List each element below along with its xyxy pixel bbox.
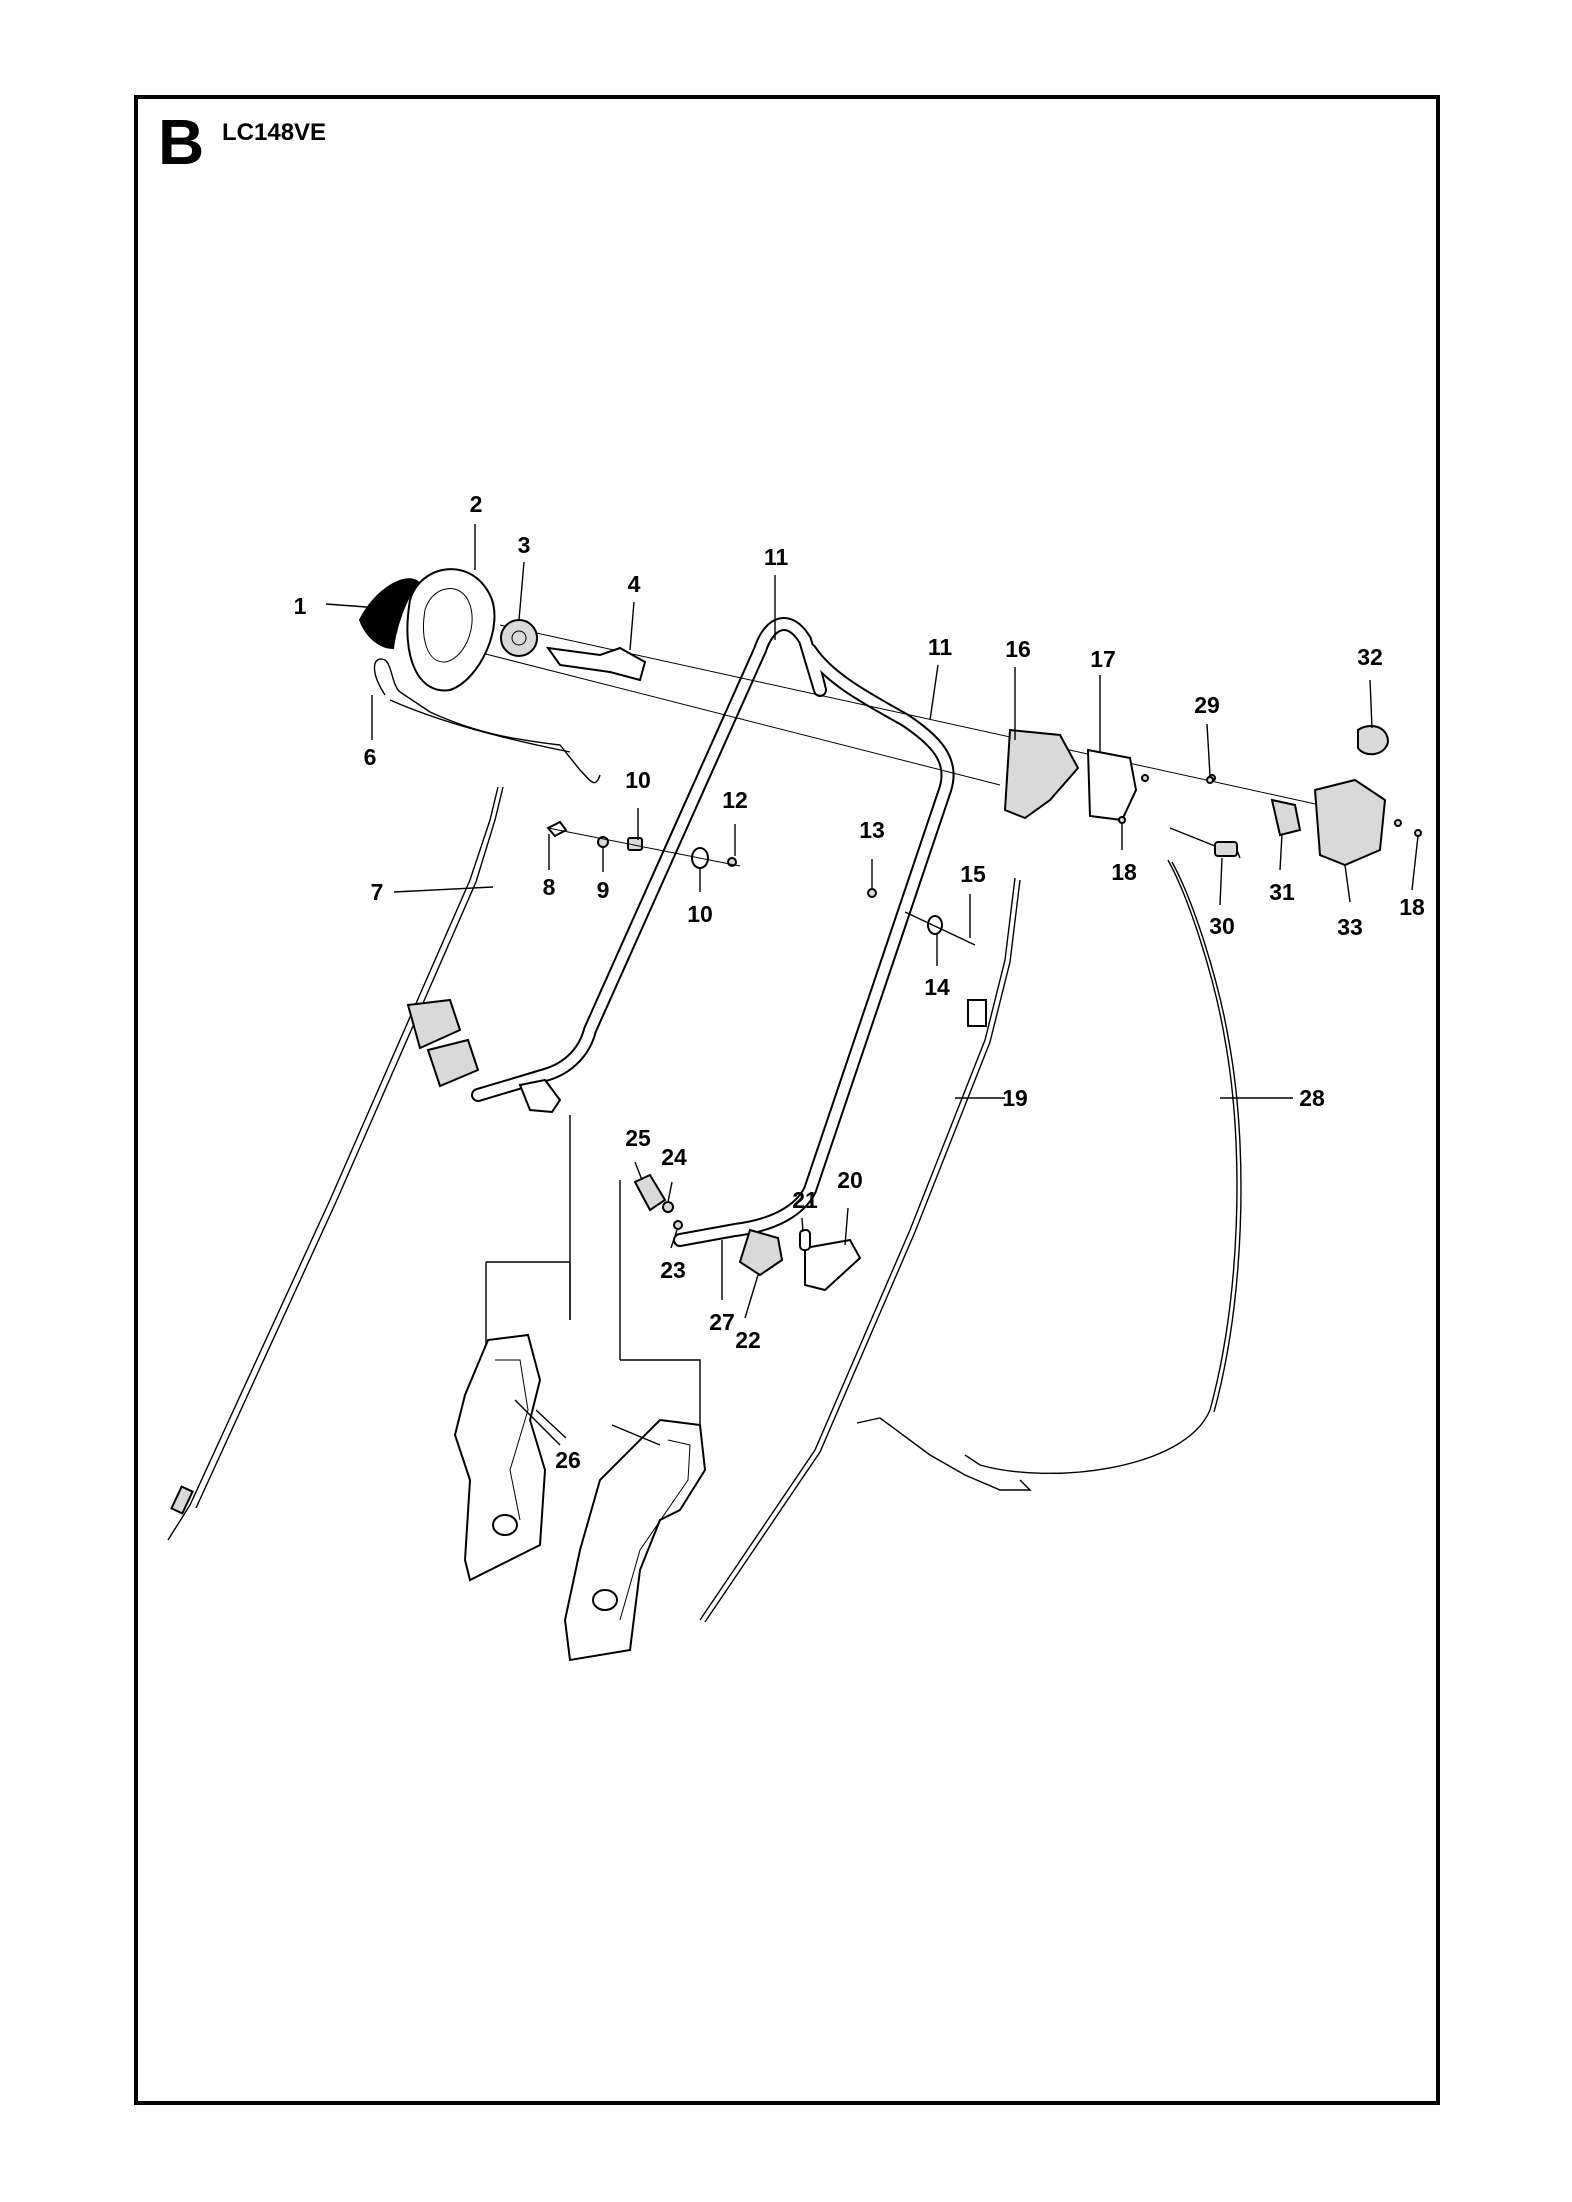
guide-line-2 — [469, 649, 1001, 786]
knob-32 — [1357, 725, 1390, 756]
handle-cover — [406, 568, 496, 692]
label-13: 13 — [859, 817, 885, 843]
label-2: 2 — [470, 491, 483, 517]
label-14: 14 — [924, 974, 950, 1000]
label-8: 8 — [543, 874, 556, 900]
cable-7 — [167, 786, 504, 1541]
switch-31 — [1270, 798, 1302, 837]
ratchet-wheel — [500, 619, 538, 657]
bail-handle — [373, 658, 601, 784]
bottom-bracket-right — [563, 1418, 707, 1662]
handle-tube — [471, 617, 955, 1247]
leader-lines — [325, 524, 1419, 1439]
connector-30 — [1214, 841, 1238, 857]
label-24: 24 — [661, 1144, 687, 1170]
label-28: 28 — [1299, 1085, 1325, 1111]
label-9: 9 — [597, 877, 610, 903]
label-7: 7 — [371, 879, 384, 905]
label-18b: 18 — [1399, 894, 1425, 920]
nut-13 — [867, 888, 877, 898]
label-33: 33 — [1337, 914, 1363, 940]
model-code: LC148VE — [222, 119, 327, 146]
label-17: 17 — [1090, 646, 1116, 672]
diagram-frame — [134, 95, 1440, 2105]
label-20: 20 — [837, 1167, 863, 1193]
label-25: 25 — [625, 1125, 651, 1151]
label-16: 16 — [1005, 636, 1031, 662]
label-3: 3 — [518, 532, 531, 558]
side-cover-16 — [1003, 728, 1080, 820]
label-23: 23 — [660, 1257, 686, 1283]
label-1: 1 — [294, 593, 307, 619]
label-22: 22 — [735, 1327, 761, 1353]
part-labels: 1 2 3 4 6 7 8 9 10 10 11 11 12 13 14 15 … — [294, 491, 1425, 1473]
label-32: 32 — [1357, 644, 1383, 670]
lever-bracket — [545, 646, 647, 682]
washer-14 — [927, 915, 943, 935]
left-hinge-assembly — [406, 998, 571, 1350]
label-10a: 10 — [625, 767, 651, 793]
label-19: 19 — [1002, 1085, 1028, 1111]
label-27: 27 — [709, 1309, 735, 1335]
screw-29 — [1206, 776, 1214, 784]
label-11a: 11 — [764, 544, 789, 570]
label-15: 15 — [960, 861, 986, 887]
label-6: 6 — [364, 744, 377, 770]
label-26: 26 — [555, 1447, 581, 1473]
label-31: 31 — [1269, 879, 1295, 905]
hardware-row — [546, 820, 741, 869]
center-hinge-assembly — [619, 1173, 862, 1455]
label-11b: 11 — [928, 634, 953, 660]
grip-cap — [358, 578, 420, 650]
bottom-bracket-left — [453, 1333, 561, 1582]
guide-line-1 — [499, 624, 1321, 806]
label-4: 4 — [628, 571, 641, 597]
control-housing-33 — [1313, 778, 1387, 867]
label-21: 21 — [792, 1187, 818, 1213]
cable-28 — [856, 827, 1242, 1491]
label-18a: 18 — [1111, 859, 1137, 885]
bolt-15 — [904, 911, 976, 946]
label-12: 12 — [722, 787, 748, 813]
section-letter: B — [158, 106, 205, 178]
label-30: 30 — [1209, 913, 1235, 939]
side-cover-17 — [1086, 748, 1138, 822]
label-10b: 10 — [687, 901, 713, 927]
cable-19 — [699, 877, 1021, 1623]
label-29: 29 — [1194, 692, 1220, 718]
